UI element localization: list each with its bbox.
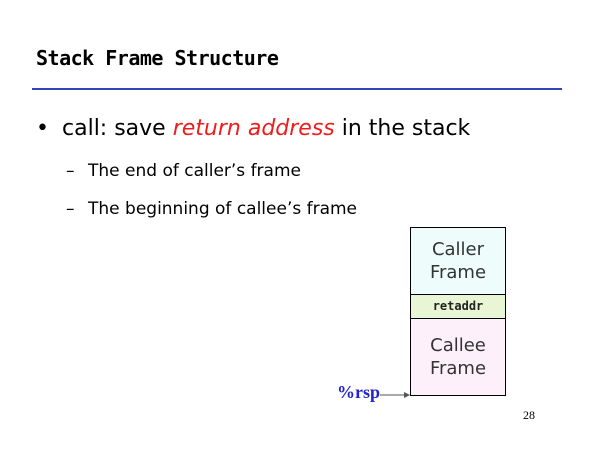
bullet-suffix: in the stack (334, 116, 471, 141)
retaddr-box: retaddr (411, 295, 505, 319)
slide-title: Stack Frame Structure (36, 46, 279, 70)
caller-frame-label-1: Caller (431, 239, 485, 260)
sub-bullet-callee-begin: –The beginning of callee’s frame (66, 199, 357, 219)
page-number: 28 (523, 408, 535, 422)
main-bullet: • call: save return address in the stack (36, 116, 470, 141)
bullet-prefix: call: save (62, 116, 173, 141)
callee-frame-label-1: Callee (430, 335, 486, 356)
sub-bullet-dash: – (66, 199, 75, 219)
sub-bullet-text: The beginning of callee’s frame (88, 199, 358, 219)
caller-frame-label-2: Frame (429, 262, 487, 283)
bullet-highlight: return address (172, 116, 335, 141)
sub-bullet-caller-end: –The end of caller’s frame (66, 161, 301, 181)
callee-frame-label-2: Frame (429, 358, 487, 379)
stack-diagram: Caller Frame retaddr Callee Frame (410, 227, 506, 396)
caller-frame-box: Caller Frame (411, 228, 505, 295)
bullet-marker: • (36, 116, 49, 141)
sub-bullet-text: The end of caller’s frame (88, 161, 301, 181)
title-divider (32, 88, 562, 90)
rsp-arrow-icon (380, 392, 410, 398)
rsp-pointer-label: %rsp (337, 382, 381, 402)
sub-bullet-dash: – (66, 161, 75, 181)
callee-frame-box: Callee Frame (411, 319, 505, 395)
